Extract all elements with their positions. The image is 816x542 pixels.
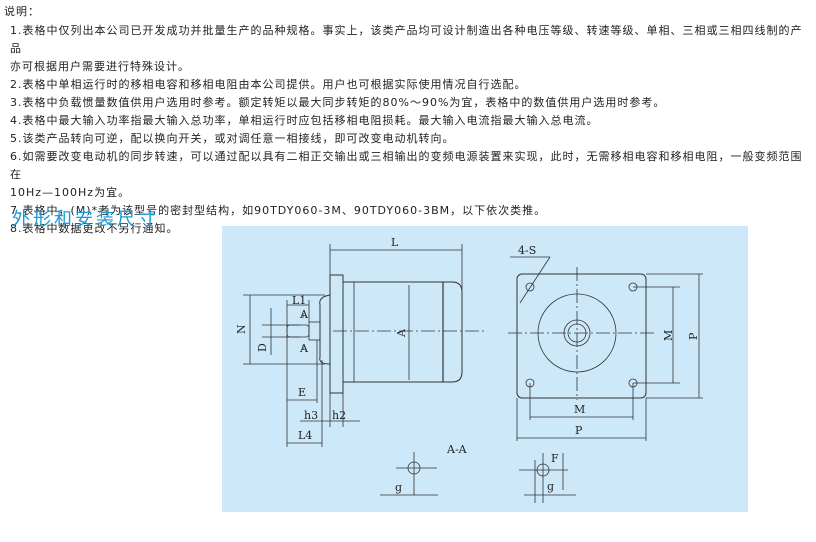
note-line: 10Hz—100Hz为宜。 [10,186,131,199]
dim-label-h3: h3 [304,409,318,422]
dim-label-F: F [551,452,559,465]
note-line: 3.表格中负载惯量数值供用户选用时参考。额定转矩以最大同步转矩的80%～90%为… [10,96,666,109]
dim-label-M-vertical: M [662,330,675,341]
note-line: 亦可根据用户需要进行特殊设计。 [10,60,190,73]
section-label-A-A: A-A [446,443,468,456]
note-line: 4.表格中最大输入功率指最大输入总功率，单相运行时应包括移相电阻损耗。最大输入电… [10,114,599,127]
dim-label-E: E [298,386,306,399]
side-view [243,244,485,496]
note-line: 2.表格中单相运行时的移相电容和移相电阻由本公司提供。用户也可根据实际使用情况自… [10,78,527,91]
motor-dimension-drawing: L L1 A A N D A E h3 h2 L4 A-A g [235,236,703,503]
section-mark-top: A [299,308,309,321]
section-heading: 外形和安装尺寸 [12,209,159,230]
note-line: 1.表格中仅列出本公司已开发成功并批量生产的品种规格。事实上，该类产品均可设计制… [10,24,803,55]
dim-label-L: L [391,236,399,249]
dim-label-P-horizontal: P [575,424,583,437]
section-mark-bottom: A [299,342,309,355]
note-line: 8.表格中数据更改不另行通知。 [10,222,179,235]
note-line: 5.该类产品转向可逆，配以换向开关，或对调任意一相接线，即可改变电动机转向。 [10,132,455,145]
front-view [508,256,703,503]
note-line: 6.如需要改变电动机的同步转速，可以通过配以具有二相正交输出或三相输出的变频电源… [10,150,803,181]
dim-label-h2: h2 [332,409,346,422]
dim-label-A: A [395,328,408,338]
dim-label-M-horizontal: M [574,403,585,416]
notes-list: 1.表格中仅列出本公司已开发成功并批量生产的品种规格。事实上，该类产品均可设计制… [10,22,810,238]
dim-label-D: D [256,343,269,352]
dim-label-L1: L1 [292,294,306,307]
dim-label-L4: L4 [298,429,312,442]
dim-label-g-right: g [547,480,554,493]
note-line: 7.表格中，(M)*者为该型号的密封型结构，如90TDY060-3M、90TDY… [10,204,547,217]
dim-label-g: g [395,481,402,494]
dimension-drawing-panel: L L1 A A N D A E h3 h2 L4 A-A g [222,226,748,512]
hole-label-4-S: 4-S [518,244,536,257]
dim-label-N: N [235,324,248,334]
dim-label-P-vertical: P [687,332,700,340]
notes-title: 说明： [4,5,40,18]
